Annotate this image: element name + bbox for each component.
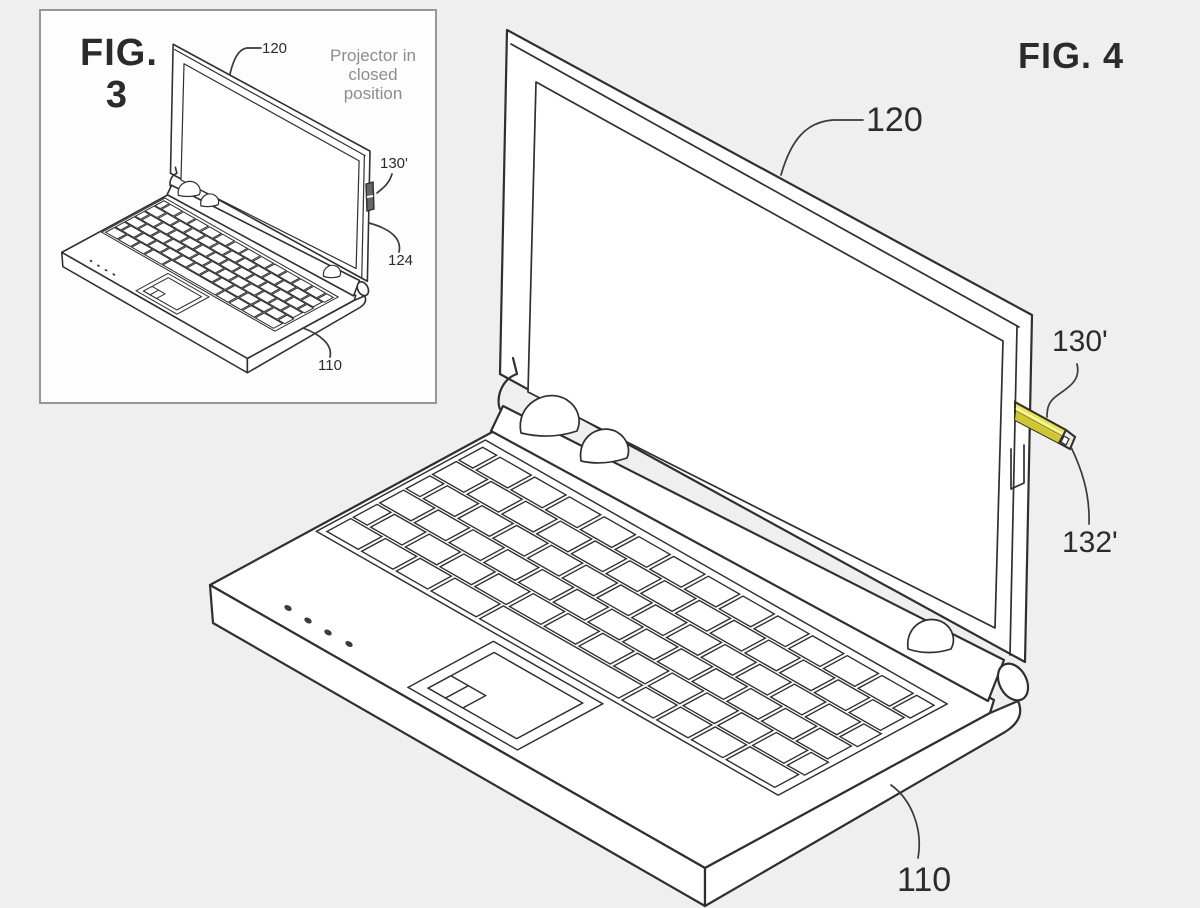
- fig4-leader-120: [780, 119, 864, 176]
- fig3-title-number: 3: [105, 74, 129, 116]
- fig4-ref-lid: 120: [866, 101, 923, 139]
- fig3-title: FIG.: [80, 32, 158, 74]
- fig3-ref-projector: 130': [380, 155, 408, 172]
- fig3-ref-base: 110: [318, 357, 342, 374]
- projector-stylus: [1014, 400, 1077, 451]
- fig3-ref-lid: 120: [262, 40, 288, 57]
- fig3-leader-120: [229, 47, 262, 75]
- fig4-ref-projector-tip: 132': [1062, 526, 1118, 559]
- fig3-ref-edge: 124: [388, 252, 414, 269]
- stylus-clip: [1010, 444, 1025, 490]
- fig3-leader-124: [368, 222, 401, 253]
- fig3-closed-projector-gap: [366, 195, 374, 198]
- fig4-ref-base: 110: [897, 861, 952, 899]
- fig3-leader-110: [302, 327, 332, 358]
- fig3-leader-130: [376, 173, 393, 194]
- fig4-leader-132: [1070, 446, 1090, 525]
- fig4-leader-130: [1046, 363, 1079, 418]
- fig4-leader-110: [890, 784, 920, 859]
- fig3-annotation: Projector in closed position: [330, 46, 416, 103]
- fig4-title: FIG. 4: [1018, 35, 1125, 76]
- fig4-ref-projector: 130': [1052, 325, 1108, 358]
